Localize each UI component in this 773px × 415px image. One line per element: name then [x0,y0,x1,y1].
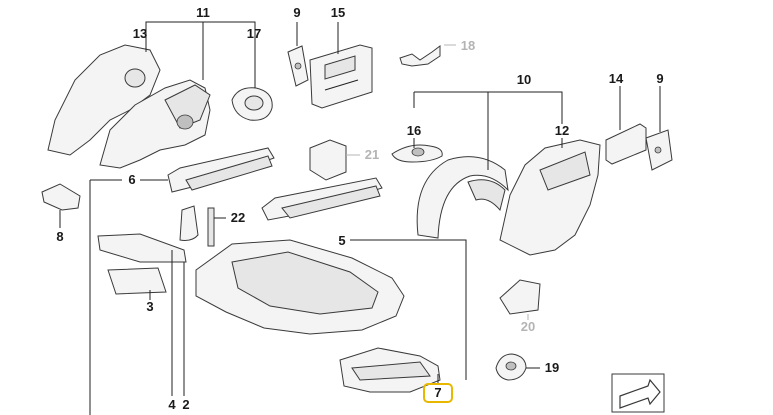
part-clip-18[interactable] [399,45,441,67]
callout-15[interactable]: 15 [330,5,346,20]
part-quarter-panel-12[interactable] [499,139,601,256]
callout-10[interactable]: 10 [516,72,532,87]
orientation-arrow-icon [611,373,665,413]
callout-4[interactable]: 4 [168,397,176,412]
part-rail-6[interactable] [167,147,275,193]
callout-12[interactable]: 12 [554,123,570,138]
callout-11[interactable]: 11 [196,5,210,20]
callout-8[interactable]: 8 [56,229,64,244]
callout-7[interactable]: 7 [423,383,453,403]
part-floor-pan-5[interactable] [195,239,405,335]
part-wheelhouse-left[interactable] [47,44,211,169]
part-member-7[interactable] [339,347,441,393]
callout-18[interactable]: 18 [460,38,476,53]
part-3[interactable] [97,233,187,295]
part-21[interactable] [309,139,347,181]
part-22[interactable] [179,205,215,247]
callout-14[interactable]: 14 [608,71,624,86]
part-grommet-19[interactable] [495,353,527,381]
part-20[interactable] [499,279,541,315]
callout-17[interactable]: 17 [246,26,262,41]
callout-3[interactable]: 3 [146,299,154,314]
callout-22[interactable]: 22 [230,210,246,225]
part-panel-15[interactable] [309,44,373,109]
leader-lines [59,21,661,415]
callout-13[interactable]: 13 [132,26,148,41]
callout-2[interactable]: 2 [182,397,190,412]
part-16[interactable] [391,144,443,163]
callout-19[interactable]: 19 [544,360,560,375]
callout-5[interactable]: 5 [338,233,346,248]
part-14[interactable] [605,123,647,165]
part-bracket-9[interactable] [287,45,309,87]
callout-21[interactable]: 21 [364,147,380,162]
callout-20[interactable]: 20 [520,319,536,334]
part-8[interactable] [41,183,81,211]
part-rail-5[interactable] [261,177,383,221]
part-cap-17[interactable] [231,87,273,121]
callout-9-right[interactable]: 9 [656,71,664,86]
callout-6[interactable]: 6 [128,172,136,187]
part-wheel-arch-10[interactable] [416,156,509,239]
callout-9-top[interactable]: 9 [293,5,301,20]
callout-16[interactable]: 16 [406,123,422,138]
part-bracket-9-right[interactable] [645,129,673,171]
